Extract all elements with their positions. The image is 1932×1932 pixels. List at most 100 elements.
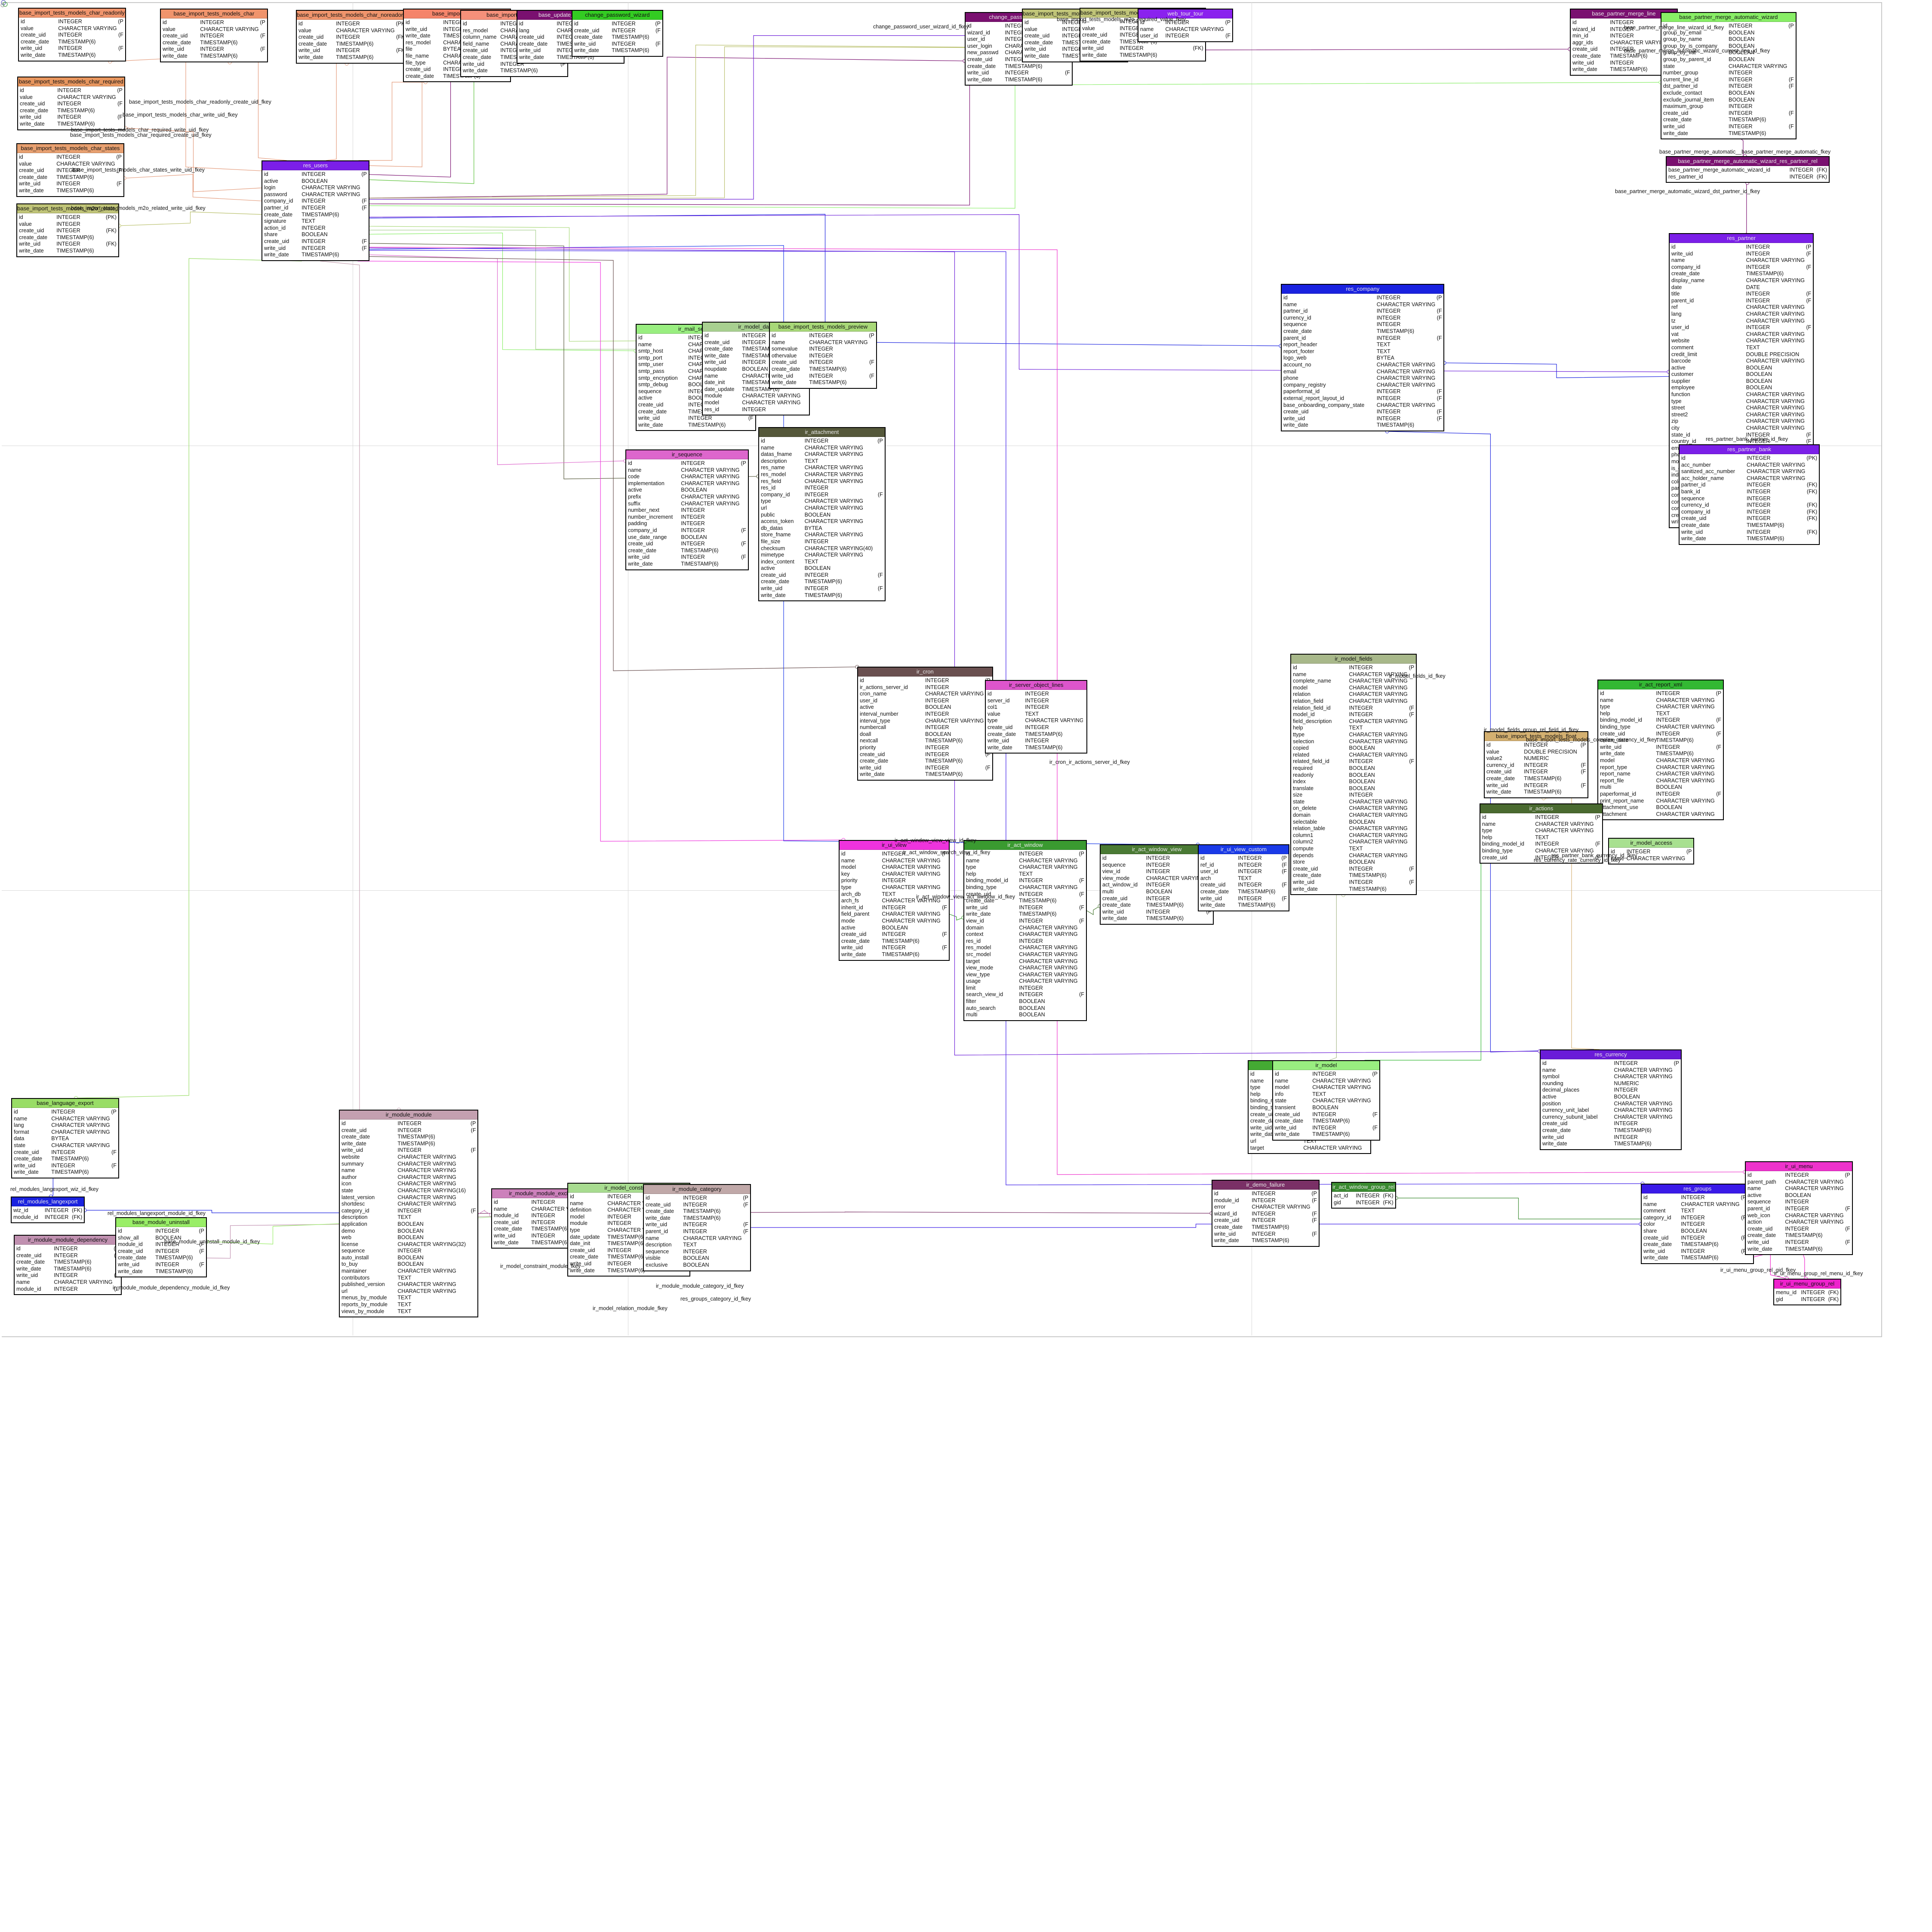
column-key-badge (1083, 864, 1084, 871)
entity-ir-act-window-view[interactable]: ir_act_window_viewidINTEGER(PsequenceINT… (1100, 844, 1214, 925)
column-key-badge: (F (1372, 1111, 1378, 1117)
entity-title: base_import_tests_models_char_states (17, 144, 123, 153)
column-key-badge: (F (1845, 1205, 1850, 1212)
entity-base-partner-merge-automatic-wizard-res-partner-rel[interactable]: base_partner_merge_automatic_wizard_res_… (1666, 156, 1830, 183)
column-key-badge (1440, 301, 1442, 308)
column-name: id (1600, 690, 1604, 696)
entity-base-import-tests-models-char-noreadonly[interactable]: base_import_tests_models_char_noreadonly… (296, 10, 409, 64)
column-name: create_uid (1747, 1225, 1773, 1232)
column-name: write_date (19, 247, 44, 254)
column-name: related_field_id (1293, 758, 1329, 765)
column-name: lang (14, 1122, 24, 1129)
column-name: write_uid (761, 585, 783, 592)
column-type: TIMESTAMP(6) (612, 47, 649, 54)
column-type: INTEGER (1610, 46, 1634, 52)
column-name: gid (1334, 1199, 1341, 1206)
column-key-badge: (F (117, 181, 122, 187)
column-key-badge: (P (1788, 23, 1794, 29)
column-type: INTEGER (809, 352, 833, 359)
column-key-badge (806, 393, 807, 400)
entity-ir-module-module-dependency[interactable]: ir_module_module_dependencyidINTEGER(Pcr… (14, 1235, 122, 1295)
column-key-badge (1083, 1012, 1084, 1018)
column-key-badge (1792, 103, 1794, 110)
column-name: create_date (841, 938, 870, 944)
column-key-badge (474, 1234, 476, 1241)
column-type: INTEGER (301, 238, 326, 244)
column-type: INTEGER (301, 198, 326, 204)
column-name: name (772, 339, 785, 345)
column-type: INTEGER (681, 460, 705, 466)
column-name: ref (1671, 304, 1678, 311)
column-name: write_date (1082, 52, 1107, 58)
column-name: active (761, 565, 775, 572)
column-key-badge (115, 1129, 117, 1136)
column-type: INTEGER (1681, 1221, 1705, 1227)
column-key-badge: (P (1281, 855, 1287, 861)
column-type: CHARACTER VARYING (397, 1288, 456, 1294)
column-type: TIMESTAMP(6) (607, 1234, 645, 1240)
column-name: create_uid (628, 541, 653, 547)
column-type: TIMESTAMP(6) (1238, 902, 1276, 908)
column-name: id (646, 1195, 650, 1201)
column-name: user_id (967, 36, 985, 43)
column-name: sequence (341, 1248, 365, 1254)
column-type: INTEGER (809, 346, 833, 352)
entity-ir-cron[interactable]: ir_cronidINTEGER(Pir_actions_server_idIN… (857, 667, 993, 781)
column-key-badge: (F (1788, 110, 1794, 116)
